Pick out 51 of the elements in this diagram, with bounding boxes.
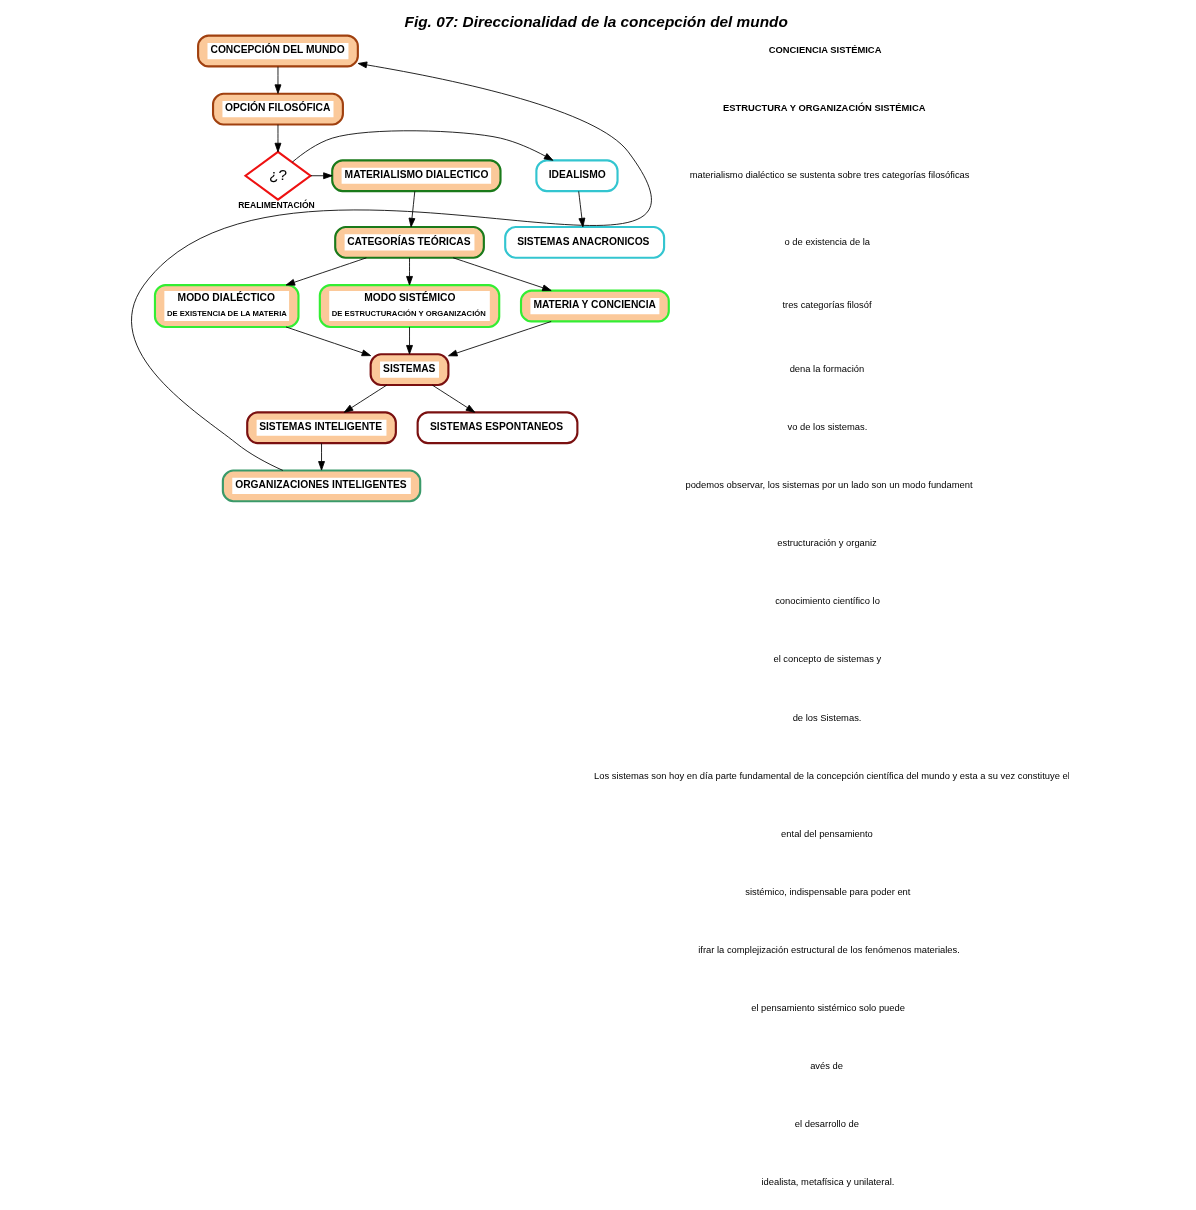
node-box: IDEALISMO	[534, 159, 619, 193]
edge-label: REALIMENTACIÓN	[237, 199, 315, 210]
label: avés de	[809, 1060, 843, 1072]
arrow	[274, 66, 281, 94]
label: dena la formación	[789, 363, 864, 375]
arrow	[408, 190, 415, 228]
arrow	[130, 61, 650, 471]
label: o de existencia de la	[784, 235, 870, 247]
label: ifrar la complejización estructural de los fenómenos materiales.	[697, 943, 960, 955]
arrow	[285, 326, 371, 357]
arrow	[405, 257, 413, 286]
node-box: ORGANIZACIONES INTELIGENTES	[221, 469, 421, 503]
node-box: MATERIA Y CONCIENCIA	[519, 289, 670, 323]
node-box: CONCEPCIÓN DEL MUNDO	[196, 34, 359, 68]
label: idealista, metafísica y unilateral.	[760, 1176, 894, 1188]
arrow	[274, 124, 281, 153]
node-box: MODO SISTÉMICO DE ESTRUCTURACIÓN Y ORGANIZACIÓN	[318, 284, 500, 328]
arrow	[577, 190, 585, 228]
node-box: OPCIÓN FILOSÓFICA	[211, 92, 344, 126]
node-box: SISTEMAS ESPONTANEOS	[416, 411, 578, 445]
arrow	[343, 384, 387, 413]
label: el concepto de sistemas y	[772, 653, 881, 665]
node-box: SISTEMAS INTELIGENTE	[245, 411, 397, 445]
label: vo de los sistemas.	[787, 421, 867, 433]
label: podemos observar, los sistemas por un lado son un modo fundament	[684, 479, 973, 491]
arrow	[447, 321, 552, 357]
caption: Fig. 07: Direccionalidad de la concepción del mundo	[404, 12, 788, 30]
arrow	[291, 130, 553, 163]
arrow	[431, 384, 475, 413]
label: Los sistemas son hoy en día parte fundamental de la concepción científica del mundo y esta a su vez constituye el	[593, 769, 1070, 781]
label: de los Sistemas.	[792, 711, 861, 723]
arrow	[309, 172, 333, 180]
arrow	[317, 443, 325, 471]
label: el desarrollo de	[794, 1118, 859, 1130]
label: estructuración y organiz	[776, 537, 877, 549]
node-box: MATERIALISMO DIALECTICO	[330, 159, 502, 193]
label: ental del pensamiento	[780, 827, 873, 839]
node-box: CATEGORÍAS TEÓRICAS	[333, 225, 485, 259]
label: tres categorías filosóf	[781, 299, 872, 311]
node-box: SISTEMAS ANACRONICOS	[503, 225, 665, 259]
label: sistémico, indispensable para poder ent	[744, 885, 910, 897]
label: el pensamiento sistémico solo puede	[750, 1002, 905, 1014]
label: conocimiento científico lo	[774, 595, 880, 607]
label: ESTRUCTURA Y ORGANIZACIÓN SISTÉMICA	[722, 101, 925, 113]
node-box: MODO DIALÉCTICO DE EXISTENCIA DE LA MATERIA	[153, 284, 300, 328]
label: CONCIENCIA SISTÉMICA	[768, 43, 881, 55]
label: materialismo dialéctico se sustenta sobre tres categorías filosóficas	[689, 169, 970, 181]
arrow	[285, 257, 367, 286]
arrow	[405, 326, 413, 355]
node-box: SISTEMAS	[369, 353, 449, 387]
arrow	[452, 257, 552, 292]
